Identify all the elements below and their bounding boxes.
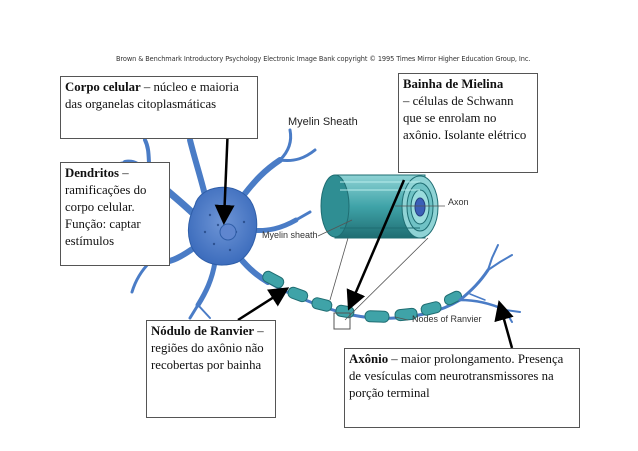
label-axon: Axon — [448, 197, 469, 207]
copyright-text: Brown & Benchmark Introductory Psycholog… — [116, 55, 531, 63]
box-axonio: Axônio – maior prolongamento. Presença d… — [344, 348, 580, 428]
box-corpo-celular: Corpo celular – núcleo e maioria das org… — [60, 76, 258, 139]
axon-terminals — [458, 244, 521, 323]
desc-corpo-celular: núcleo e maioria das organelas citoplasm… — [65, 80, 239, 111]
arrow-bainha-mielina — [346, 179, 406, 311]
term-nodulo-ranvier: Nódulo de Ranvier — [151, 324, 255, 338]
arrow-axonio — [494, 300, 514, 349]
nucleus — [219, 223, 237, 241]
arrow-corpo-celular — [214, 124, 235, 225]
box-bainha-mielina: Bainha de Mielina – células de Schwann q… — [398, 73, 538, 173]
desc-dendritos: ramificações do corpo celular. Função: c… — [65, 183, 147, 248]
axon — [262, 270, 463, 330]
desc-axonio: maior prolongamento. Presença de vesícul… — [349, 352, 564, 400]
box-nodulo-ranvier: Nódulo de Ranvier – regiões do axônio nã… — [146, 320, 276, 418]
term-bainha-mielina: Bainha de Mielina — [403, 77, 504, 91]
term-corpo-celular: Corpo celular — [65, 80, 141, 94]
term-axonio: Axônio — [349, 352, 389, 366]
myelin-cutaway — [317, 174, 445, 321]
figure-title: Myelin Sheath — [288, 116, 358, 128]
label-myelin-sheath: Myelin sheath — [262, 230, 318, 240]
label-nodes-of-ranvier: Nodes of Ranvier — [412, 314, 482, 324]
term-dendritos: Dendritos — [65, 166, 120, 180]
annotation-arrows — [214, 124, 514, 349]
node-highlight — [333, 312, 351, 330]
desc-nodulo-ranvier: regiões do axônio não recobertas por bai… — [151, 341, 264, 372]
box-dendritos: Dendritos – ramificações do corpo celula… — [60, 162, 170, 266]
desc-bainha-mielina: células de Schwann que se enrolam no axô… — [403, 94, 527, 142]
arrow-nodulo-ranvier — [237, 287, 290, 322]
